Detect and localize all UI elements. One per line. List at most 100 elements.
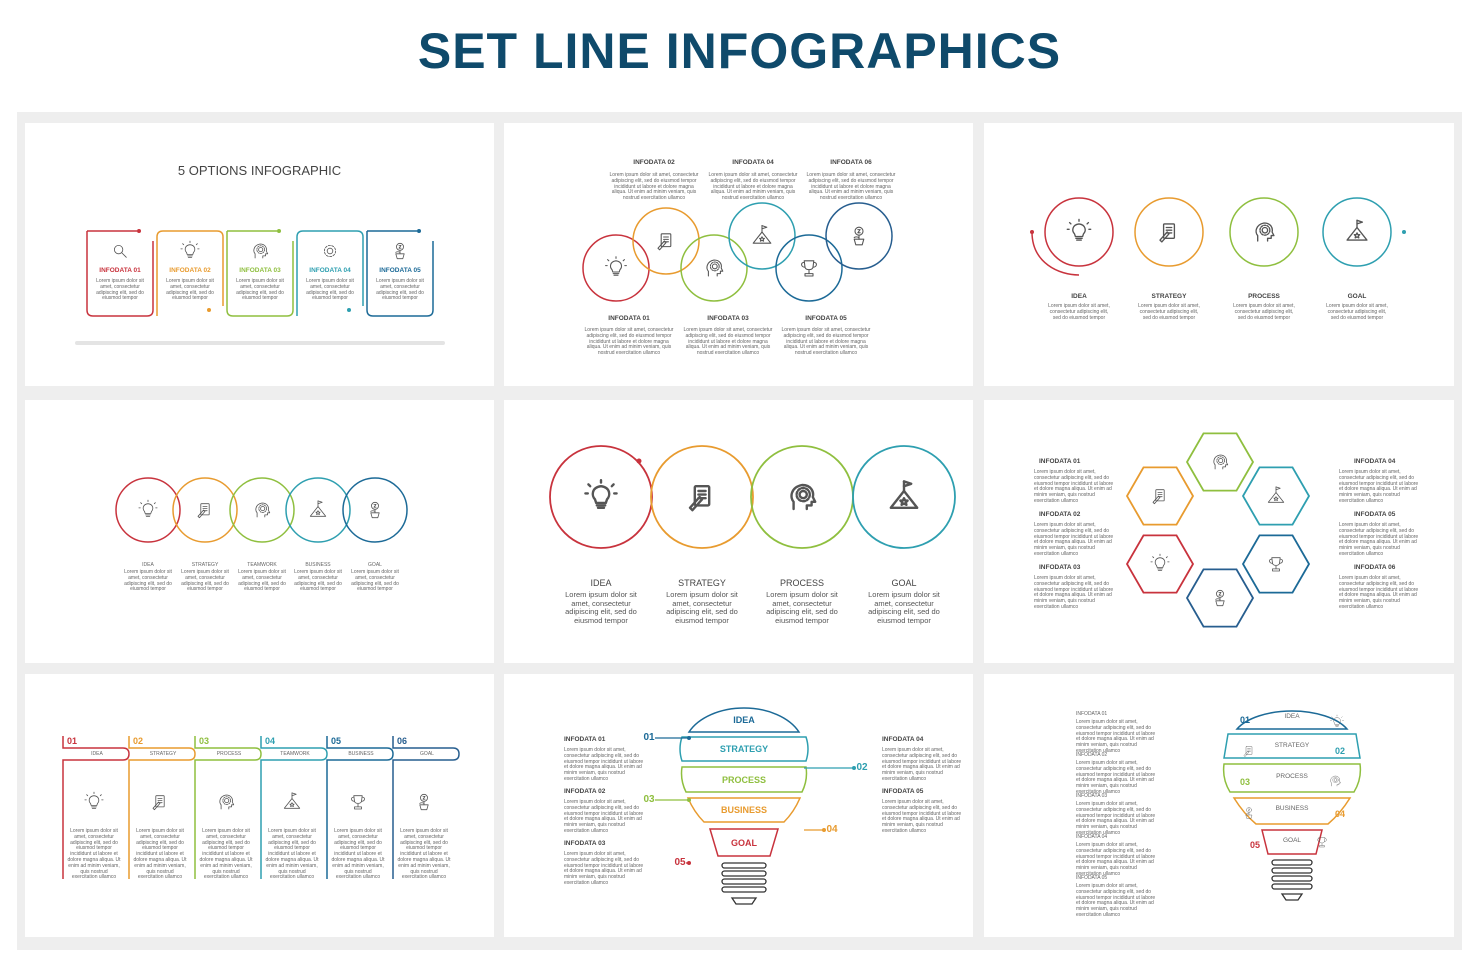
- option-label: STRATEGY: [678, 578, 726, 588]
- top-text: Lorem ipsum dolor sit amet, consectetur …: [708, 172, 798, 202]
- hexagon: [1185, 432, 1255, 492]
- band-strategy: [679, 736, 809, 762]
- option-box: [156, 230, 224, 316]
- option-circle: [825, 202, 893, 270]
- money-plant-icon: [853, 226, 865, 246]
- mountain-flag-icon: [1267, 486, 1285, 503]
- money-plant-icon: [1245, 807, 1253, 819]
- panel-graphics: [1222, 710, 1362, 901]
- option-box: [296, 230, 364, 316]
- band-number: 05: [674, 857, 686, 868]
- option-circle: [115, 477, 181, 543]
- option-text: Lorem ipsum dolor sit amet, consectetur …: [96, 278, 144, 302]
- lightbulb-icon: [584, 478, 618, 510]
- connector-dot: [822, 828, 826, 832]
- connector-dot: [137, 229, 141, 233]
- option-circle: [728, 202, 796, 270]
- bulb-base-ring: [721, 870, 767, 877]
- bulb-base-ring: [1271, 867, 1313, 874]
- option-text: Lorem ipsum dolor sit amet, consectetur …: [181, 569, 229, 593]
- bottom-text: Lorem ipsum dolor sit amet, consectetur …: [781, 327, 871, 357]
- column-number: 04: [265, 736, 276, 746]
- option-label: TEAMWORK: [247, 562, 277, 568]
- shadow-line: [75, 341, 445, 345]
- money-plant-icon: [419, 793, 429, 811]
- option-circle: [285, 477, 351, 543]
- top-label: INFODATA 06: [830, 159, 872, 166]
- column-label: TEAMWORK: [280, 751, 310, 757]
- option-circle: [680, 234, 748, 302]
- band-number: 01: [1239, 715, 1250, 725]
- lightbulb-icon: [1066, 218, 1092, 241]
- head-gear-icon: [253, 243, 269, 259]
- document-icon: [1243, 746, 1253, 757]
- bulb-tip: [730, 897, 758, 905]
- option-circle: [650, 445, 754, 549]
- band-label: STRATEGY: [719, 744, 769, 754]
- option-label: GOAL: [368, 562, 382, 568]
- bottom-label: INFODATA 03: [707, 315, 749, 322]
- band-label: IDEA: [733, 715, 755, 725]
- band-label: BUSINESS: [1275, 805, 1309, 812]
- list-text: Lorem ipsum dolor sit amet, consectetur …: [1076, 801, 1156, 836]
- left-label: INFODATA 02: [1039, 511, 1081, 518]
- bulb-base-ring: [1271, 859, 1313, 866]
- option-label: STRATEGY: [1151, 293, 1187, 300]
- lightbulb-icon: [180, 240, 200, 258]
- column-bracket: [194, 736, 262, 879]
- right-label: INFODATA 05: [882, 788, 924, 795]
- panel-wave-circles: IDEA Lorem ipsum dolor sit amet, consecte…: [984, 123, 1454, 386]
- option-circle: [229, 477, 295, 543]
- option-box: [226, 231, 294, 317]
- list-text: Lorem ipsum dolor sit amet, consectetur …: [1076, 760, 1156, 795]
- left-text: Lorem ipsum dolor sit amet, consectetur …: [564, 851, 644, 886]
- option-circle: [775, 234, 843, 302]
- bottom-text: Lorem ipsum dolor sit amet, consectetur …: [584, 327, 674, 357]
- bulb-base-ring: [721, 886, 767, 893]
- option-text: Lorem ipsum dolor sit amet, consectetur …: [1233, 303, 1295, 321]
- right-text: Lorem ipsum dolor sit amet, consectetur …: [1339, 469, 1419, 504]
- right-text: Lorem ipsum dolor sit amet, consectetur …: [1339, 522, 1419, 557]
- option-text: Lorem ipsum dolor sit amet, consectetur …: [376, 278, 424, 302]
- option-label: GOAL: [891, 578, 917, 588]
- left-label: INFODATA 02: [564, 788, 606, 795]
- arrow-dot: [636, 458, 642, 464]
- left-label: INFODATA 03: [1039, 564, 1081, 571]
- money-plant-icon: [370, 501, 380, 519]
- band-goal: [708, 828, 780, 857]
- left-text: Lorem ipsum dolor sit amet, consectetur …: [1034, 469, 1114, 504]
- panel-graphics: [1125, 432, 1311, 628]
- panel-graphics: [549, 445, 956, 549]
- option-circle: [172, 477, 238, 543]
- mountain-flag-icon: [309, 500, 327, 517]
- band-label: PROCESS: [1276, 773, 1308, 780]
- connector-dot: [687, 736, 691, 740]
- option-circle: [342, 477, 408, 543]
- column-bracket: [326, 736, 394, 879]
- column-number: 06: [397, 736, 408, 746]
- wave-dot: [1402, 230, 1406, 234]
- column-label: PROCESS: [216, 751, 242, 757]
- right-text: Lorem ipsum dolor sit amet, consectetur …: [1339, 575, 1419, 610]
- band-label: BUSINESS: [720, 805, 767, 815]
- connector-dot: [277, 229, 281, 233]
- head-gear-icon: [1330, 775, 1341, 787]
- panel-graphics: [75, 229, 445, 345]
- band-process: [680, 766, 808, 793]
- top-text: Lorem ipsum dolor sit amet, consectetur …: [806, 172, 896, 202]
- money-plant-icon: [395, 242, 405, 260]
- bulb-base-ring: [1271, 875, 1313, 882]
- left-text: Lorem ipsum dolor sit amet, consectetur …: [1034, 575, 1114, 610]
- list-text: Lorem ipsum dolor sit amet, consectetur …: [1076, 883, 1156, 918]
- option-label: IDEA: [1071, 293, 1087, 300]
- list-label: INFODATA 03: [1076, 793, 1108, 799]
- document-icon: [1159, 223, 1176, 243]
- head-gear-icon: [255, 502, 271, 518]
- band-number: 03: [1239, 777, 1250, 787]
- bulb-tip: [1280, 893, 1304, 901]
